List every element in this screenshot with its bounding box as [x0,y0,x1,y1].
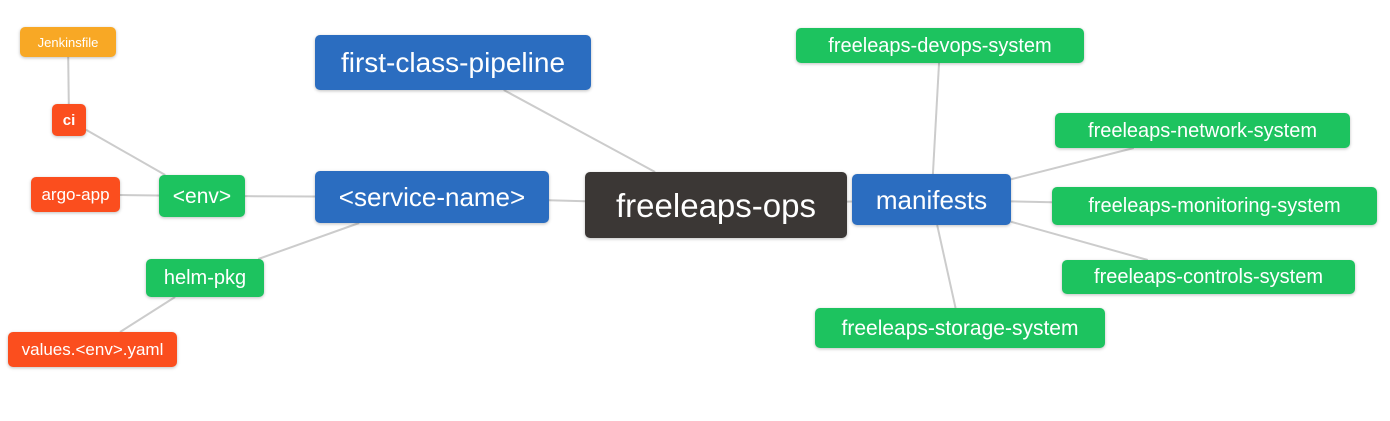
mindmap-node-service-name[interactable]: <service-name> [315,171,549,223]
edge-manifests-freeleaps-network-system [1010,147,1135,181]
edge-helm-pkg-service-name [257,222,360,260]
edge-ci-env [85,128,166,176]
mindmap-node-freeleaps-storage-system[interactable]: freeleaps-storage-system [815,308,1105,348]
mindmap-node-env[interactable]: <env> [159,175,245,217]
edge-first-class-pipeline-freeleaps-ops [503,89,656,173]
mindmap-node-freeleaps-network-system[interactable]: freeleaps-network-system [1055,113,1350,148]
mindmap-node-manifests[interactable]: manifests [852,174,1011,225]
mindmap-node-ci[interactable]: ci [52,104,86,136]
mindmap-node-freeleaps-controls-system[interactable]: freeleaps-controls-system [1062,260,1355,294]
mindmap-node-freeleaps-ops[interactable]: freeleaps-ops [585,172,847,238]
edge-jenkinsfile-ci [67,56,70,105]
edge-manifests-freeleaps-storage-system [936,224,957,309]
mindmap-node-freeleaps-devops-system[interactable]: freeleaps-devops-system [796,28,1084,63]
mindmap-node-argo-app[interactable]: argo-app [31,177,120,212]
edge-values-env-yaml-helm-pkg [119,296,176,333]
edge-manifests-freeleaps-controls-system [1010,220,1149,261]
mindmap-node-helm-pkg[interactable]: helm-pkg [146,259,264,297]
mindmap-node-jenkinsfile[interactable]: Jenkinsfile [20,27,116,57]
mindmap-node-freeleaps-monitoring-system[interactable]: freeleaps-monitoring-system [1052,187,1377,225]
edge-service-name-freeleaps-ops [548,199,586,203]
mindmap-node-first-class-pipeline[interactable]: first-class-pipeline [315,35,591,90]
edge-manifests-freeleaps-devops-system [931,62,941,175]
edge-manifests-freeleaps-monitoring-system [1010,200,1053,204]
mindmap-node-values-env-yaml[interactable]: values.<env>.yaml [8,332,177,367]
